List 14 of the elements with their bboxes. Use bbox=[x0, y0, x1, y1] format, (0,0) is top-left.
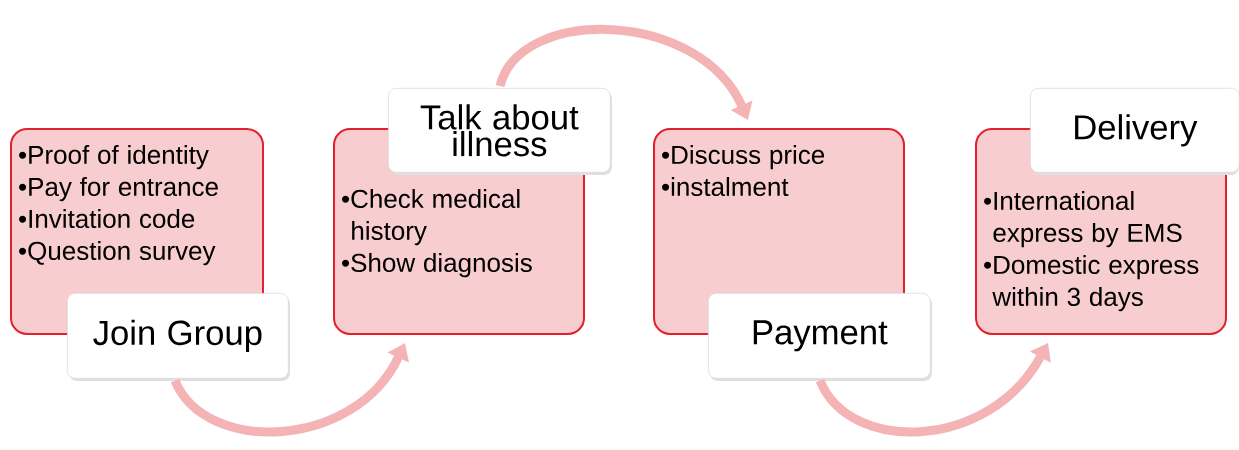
bullet-item: •Pay for entrance bbox=[19, 177, 218, 202]
bullet-item: •Check medical history bbox=[342, 189, 520, 246]
bullet-item: •Show diagnosis bbox=[342, 253, 532, 278]
bullet-item: •Domestic express within 3 days bbox=[984, 255, 1199, 312]
bullet-item: •Invitation code bbox=[19, 209, 195, 229]
step-label: Payment bbox=[708, 293, 932, 381]
step-label: Talk about illness bbox=[388, 88, 612, 175]
step-label: Join Group bbox=[67, 293, 290, 381]
bullet-item: •Proof of identity bbox=[19, 145, 209, 170]
step-label: Delivery bbox=[1030, 88, 1239, 175]
bullet-item: •Question survey bbox=[19, 241, 216, 266]
bullet-item: •International express by EMS bbox=[984, 191, 1182, 248]
bullet-item: •Discuss price bbox=[662, 145, 825, 170]
bullet-item: •instalment bbox=[662, 177, 789, 197]
